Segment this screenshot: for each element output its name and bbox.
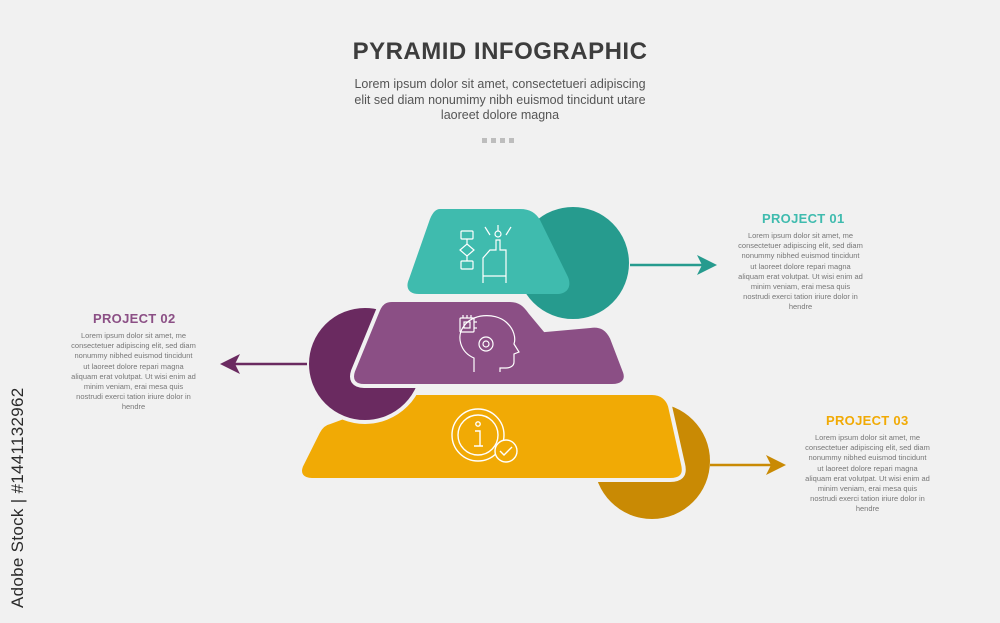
arrow-right-project-03 bbox=[710, 455, 786, 475]
info-check-icon bbox=[451, 408, 518, 463]
arrow-right-project-01 bbox=[630, 255, 717, 275]
separator-dots bbox=[482, 130, 522, 143]
ai-head-chip-icon bbox=[459, 315, 520, 372]
project-02-title: PROJECT 02 bbox=[93, 311, 176, 326]
project-02-description: Lorem ipsum dolor sit amet, me consectet… bbox=[71, 331, 196, 412]
project-01-description: Lorem ipsum dolor sit amet, me consectet… bbox=[738, 231, 863, 312]
robot-hand-flowchart-icon bbox=[459, 225, 512, 283]
project-03-description: Lorem ipsum dolor sit amet, me consectet… bbox=[805, 433, 930, 514]
stock-id-label: Adobe Stock | #1441132962 bbox=[8, 387, 27, 609]
project-03-title: PROJECT 03 bbox=[826, 413, 909, 428]
arrow-left-project-02 bbox=[220, 354, 307, 374]
page-subtitle: Lorem ipsum dolor sit amet, consectetuer… bbox=[354, 77, 646, 122]
project-01-title: PROJECT 01 bbox=[762, 211, 845, 226]
page-title: PYRAMID INFOGRAPHIC bbox=[352, 38, 648, 65]
